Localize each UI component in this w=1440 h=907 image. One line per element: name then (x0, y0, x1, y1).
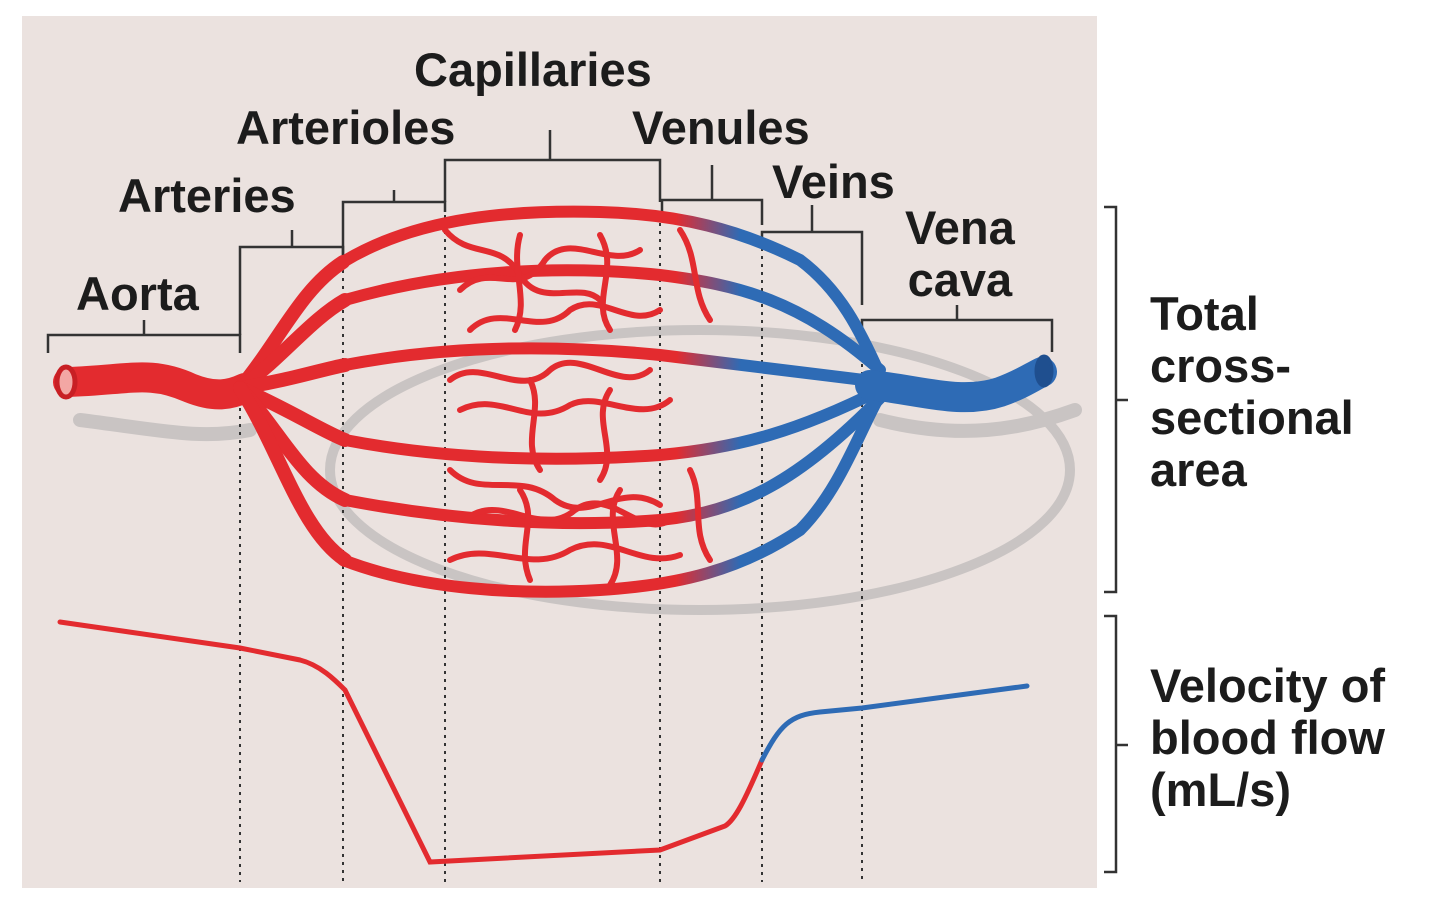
label-capillaries: Capillaries (414, 43, 652, 96)
vessel-network (53, 205, 1057, 598)
capillary-bed-outline-top (337, 205, 886, 381)
arteries (233, 255, 352, 567)
velocity-venous (759, 683, 1030, 763)
capillary-bed-outline-bottom (337, 389, 886, 598)
label-venules: Venules (632, 101, 810, 154)
label-vena-cava: Vena cava (905, 201, 1015, 306)
label-aorta: Aorta (76, 267, 199, 320)
aorta-opening (54, 364, 78, 400)
velocity-arterial (57, 619, 765, 865)
label-total-cross-sectional-area: Total cross- sectional area (1150, 287, 1354, 496)
diagram-background (22, 16, 1097, 888)
label-arterioles: Arterioles (236, 101, 456, 154)
vena-cava-opening (1034, 354, 1054, 388)
aorta-vessel (53, 362, 260, 410)
label-velocity-of-blood-flow: Velocity of blood flow (mL/s) (1150, 659, 1386, 816)
main-channels (339, 264, 886, 530)
vena-cava-vessel (855, 357, 1057, 413)
side-brackets (1104, 205, 1128, 874)
capillary-mesh (442, 227, 713, 588)
vessel-shadow (73, 325, 1082, 615)
label-veins: Veins (772, 155, 895, 208)
velocity-curve (57, 619, 1030, 865)
label-arteries: Arteries (118, 169, 296, 222)
